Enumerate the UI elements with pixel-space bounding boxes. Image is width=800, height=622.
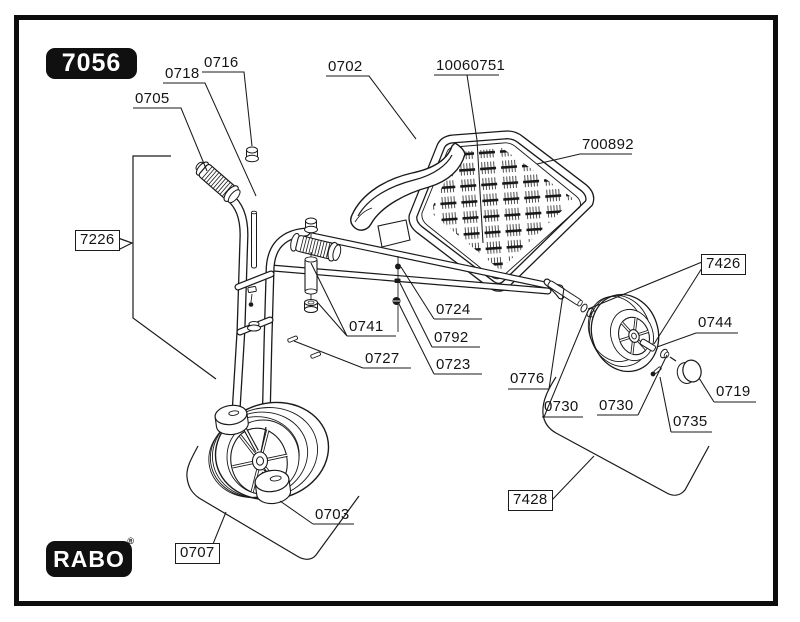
handlebar-grip-0705 [195,161,241,204]
leader-0741 [310,262,396,337]
model-number: 7056 [61,49,122,77]
part-label-0744: 0744 [698,314,733,331]
leader-0744 [656,332,738,348]
axle-sleeve-0776 [547,280,583,307]
part-label-0741: 0741 [349,318,384,335]
part-label-0730-right: 0730 [599,397,634,414]
steering-hardware [245,146,401,359]
leader-700892 [536,153,632,165]
nut-0730-right [660,348,670,359]
crossbar-nut [247,285,257,293]
part-label-0727: 0727 [365,350,400,367]
seat-bolt-column [392,256,401,332]
part-label-0718: 0718 [165,65,200,82]
washer-0730-left [580,303,588,313]
leader-0792 [399,282,480,348]
part-label-10060751: 10060751 [436,57,506,74]
part-label-0703: 0703 [315,506,350,523]
leader-10060751 [434,74,499,244]
grouping-curves [186,376,710,560]
pin-0727-a [287,335,298,343]
front-wheel [208,401,330,505]
front-wheel-group-curve [186,445,360,560]
small-bolt [248,302,254,307]
leader-0735 [659,376,712,433]
leader-0703 [279,500,354,525]
hubcap-0719 [676,359,702,384]
part-label-0776: 0776 [510,370,545,387]
part-label-0723: 0723 [436,356,471,373]
leader-0724 [400,266,482,320]
rear-wheel-group-curve [542,376,710,496]
rear-wheel [587,293,702,384]
part-label-0719: 0719 [716,383,751,400]
part-label-0707: 0707 [175,543,220,564]
page-border [14,15,778,606]
leader-0702 [326,75,417,140]
part-label-0705: 0705 [135,90,170,107]
bolt-0724 [395,263,401,270]
ribbed-sleeve [290,232,342,262]
part-label-0735: 0735 [673,413,708,430]
long-bolt-0718 [251,211,257,269]
leader-0707 [212,511,227,545]
model-number-badge: 7056 [46,48,137,79]
leader-lines [133,71,756,545]
part-label-7426: 7426 [701,254,746,275]
leader-0719 [698,377,756,403]
leader-0705 [133,107,208,172]
brand-name: RABO [53,545,125,572]
part-label-0702: 0702 [328,58,363,75]
wing-nut [247,321,261,332]
leader-0716 [202,71,253,147]
pin-0727-b [310,351,321,359]
bracket-7226 [117,155,217,380]
brand-logo: RABO ® [46,536,134,577]
part-label-0730-left: 0730 [544,398,579,415]
basket-mesh [430,148,574,270]
leader-0723 [398,303,482,375]
leader-0727 [293,340,411,369]
part-label-0724: 0724 [436,301,471,318]
part-label-7428: 7428 [508,490,553,511]
seat [349,142,466,248]
washer-0792 [394,278,401,283]
axle-stub-0744 [639,338,657,352]
leader-7428 [551,455,595,501]
pedal-0703 [254,469,292,505]
registered-trademark-icon: ® [127,536,135,546]
pedal-top [214,404,249,436]
leader-0776 [508,287,565,390]
leader-0730-left [542,310,589,418]
leader-7426 [587,261,703,345]
seat-shell [349,142,466,231]
cap-nut-0716 [245,146,259,163]
leader-0730-right [597,354,668,416]
cap-nut-mid [304,217,318,240]
leader-0718 [163,82,257,197]
spacer-cylinder-0741 [304,252,318,313]
part-label-0792: 0792 [434,329,469,346]
screw-0735 [650,366,662,377]
seat-bracket [377,219,411,248]
part-label-0716: 0716 [204,54,239,71]
part-label-700892: 700892 [582,136,634,153]
part-label-7226: 7226 [75,230,120,251]
